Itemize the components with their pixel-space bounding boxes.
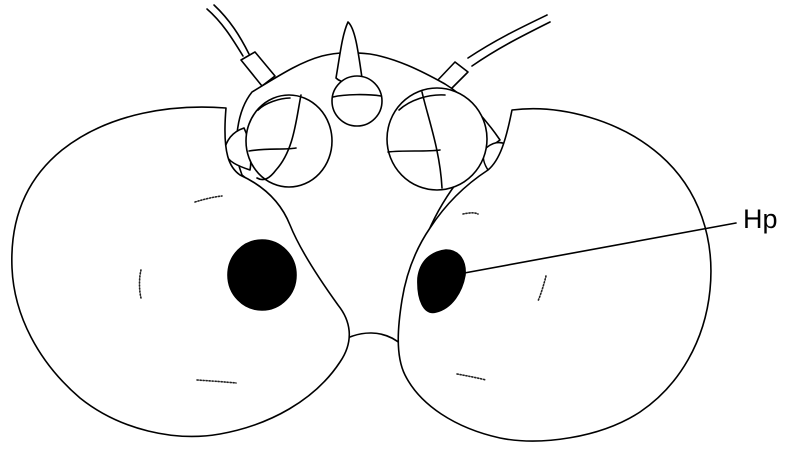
median-ocellus	[332, 76, 382, 126]
left-antenna	[207, 5, 275, 86]
left-pupil	[228, 240, 296, 310]
right-round-eye	[387, 88, 487, 190]
rostral-horn	[336, 22, 362, 83]
hp-label: Hp	[743, 206, 778, 233]
left-round-eye	[246, 95, 332, 187]
right-antenna	[436, 15, 550, 92]
